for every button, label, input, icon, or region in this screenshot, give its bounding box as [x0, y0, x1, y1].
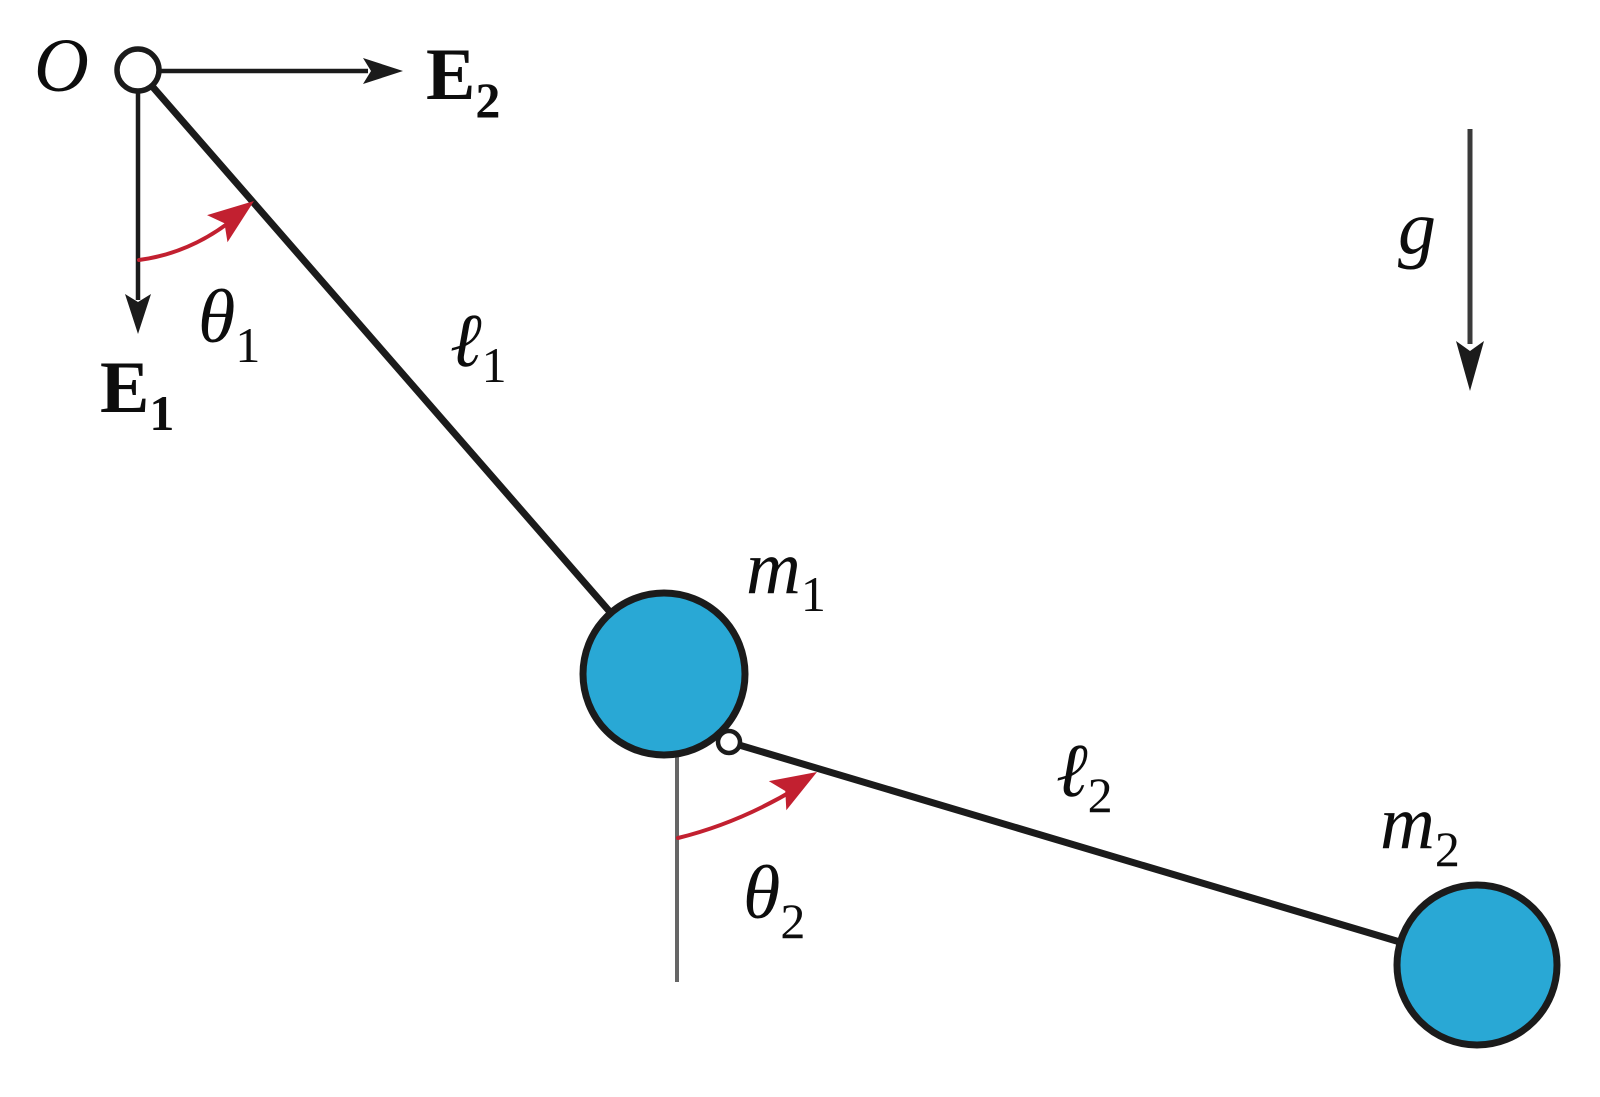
theta1-angle-arc [137, 215, 238, 262]
m2-label-base: m [1380, 781, 1435, 865]
gravity-arrowhead-icon [1456, 341, 1484, 391]
theta1-label-base: θ [198, 275, 235, 359]
rod-l2 [725, 738, 1481, 969]
origin-label: O [34, 24, 89, 108]
rod-l1 [134, 66, 668, 678]
e1-arrowhead-icon [125, 294, 151, 334]
ell1-label: ℓ1 [450, 299, 507, 393]
e1-label-sub: 1 [149, 385, 174, 441]
ell2-label-sub: 2 [1088, 767, 1113, 823]
e2-arrowhead-icon [363, 58, 403, 84]
theta1-arc-arrowhead-icon [207, 201, 254, 243]
ell2-label-base: ℓ [1056, 729, 1088, 813]
pivot-origin [114, 46, 162, 94]
ell1-label-base: ℓ [450, 299, 482, 383]
gravity-label: g [1398, 186, 1436, 270]
e1-label-base: E [100, 347, 149, 429]
e1-label: E1 [100, 347, 174, 441]
theta2-label: θ2 [743, 851, 805, 949]
mass-m1 [579, 589, 749, 759]
joint-between-rods [715, 728, 743, 756]
theta2-label-sub: 2 [780, 893, 805, 949]
ell2-label: ℓ2 [1056, 729, 1113, 823]
theta1-label-sub: 1 [235, 317, 260, 373]
e2-label: E2 [426, 34, 500, 128]
m1-label: m1 [746, 526, 826, 622]
theta2-arc-arrowhead-icon [768, 772, 817, 811]
ell1-label-sub: 1 [482, 337, 507, 393]
theta2-angle-arc [676, 786, 799, 840]
e2-label-base: E [426, 34, 475, 116]
theta1-label: θ1 [198, 275, 260, 373]
m2-label-sub: 2 [1435, 821, 1460, 877]
theta2-label-base: θ [743, 851, 780, 935]
mass-m2 [1393, 881, 1561, 1049]
e2-label-sub: 2 [475, 72, 500, 128]
m1-label-sub: 1 [801, 566, 826, 622]
m1-label-base: m [746, 526, 801, 610]
m2-label: m2 [1380, 781, 1460, 877]
